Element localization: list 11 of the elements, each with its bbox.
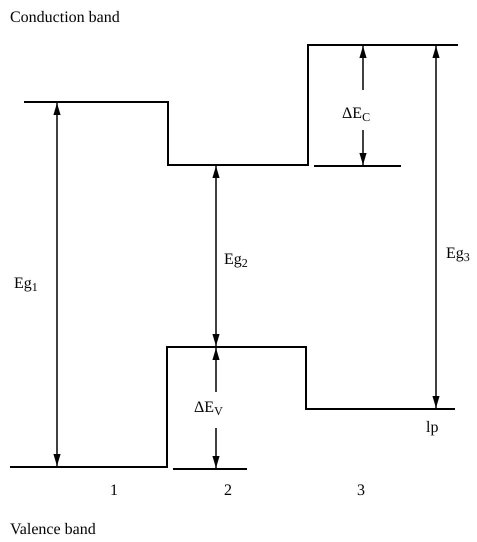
energy-label: Eg$_{3}$: [446, 244, 470, 264]
energy-label: ΔE$_{C}$: [342, 104, 370, 124]
level-label: lp: [426, 418, 438, 438]
band-label: Valence band: [10, 520, 96, 540]
energy-label: Eg$_{1}$: [14, 274, 38, 294]
energy-label: ΔE$_{V}$: [194, 398, 223, 418]
band-label: Conduction band: [10, 8, 120, 28]
region-number: 1: [110, 481, 118, 501]
region-number: 3: [357, 481, 365, 501]
energy-label: Eg$_{2}$: [224, 250, 248, 270]
region-number: 2: [224, 481, 232, 501]
